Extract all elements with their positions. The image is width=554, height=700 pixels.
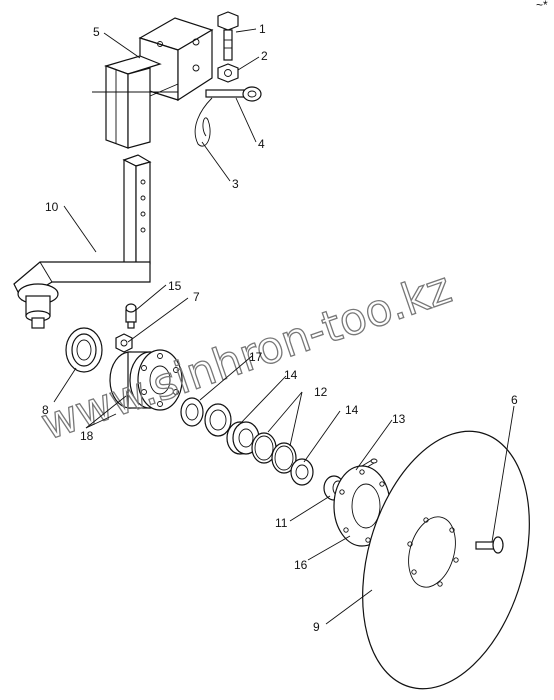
- callout-13: 13: [392, 412, 406, 426]
- callout-9: 9: [313, 620, 320, 634]
- callout-4: 4: [258, 137, 265, 151]
- callout-17: 17: [249, 350, 263, 364]
- callout-1: 1: [259, 22, 266, 36]
- disc-bolt: [475, 536, 504, 554]
- bearing-seal: [180, 397, 204, 427]
- seal: [65, 327, 103, 373]
- callout-10: 10: [45, 200, 59, 214]
- mounting-bracket: [92, 17, 214, 149]
- callout-16: 16: [294, 558, 308, 572]
- nut: [217, 63, 239, 83]
- disc-arm: [13, 154, 152, 329]
- bearing-inner: [204, 403, 232, 437]
- callout-3: 3: [232, 177, 239, 191]
- callout-2: 2: [261, 49, 268, 63]
- callouts: 1 2 3 4 5 6 7 8 9 10 11 12 13 14 14 15 1…: [42, 22, 518, 634]
- disc-blade: [362, 430, 530, 690]
- callout-12: 12: [314, 385, 328, 399]
- bearing-outer: [290, 458, 314, 486]
- leader-lines: [53, 28, 515, 625]
- cap-nut: [115, 333, 133, 353]
- pin: [205, 86, 262, 102]
- callout-5: 5: [93, 25, 100, 39]
- callout-6: 6: [511, 393, 518, 407]
- grease-nipple: [125, 303, 137, 329]
- callout-18: 18: [80, 429, 94, 443]
- callout-11: 11: [275, 516, 288, 530]
- spring-clip: [194, 97, 213, 147]
- hub: [109, 349, 183, 411]
- callout-15: 15: [168, 279, 182, 293]
- spacer-rings: [251, 432, 297, 474]
- bolt: [217, 11, 239, 61]
- callout-7: 7: [193, 290, 200, 304]
- callout-14-lower: 14: [345, 403, 359, 417]
- corner-mark: ~*: [536, 0, 548, 12]
- callout-14-upper: 14: [284, 368, 298, 382]
- callout-8: 8: [42, 403, 49, 417]
